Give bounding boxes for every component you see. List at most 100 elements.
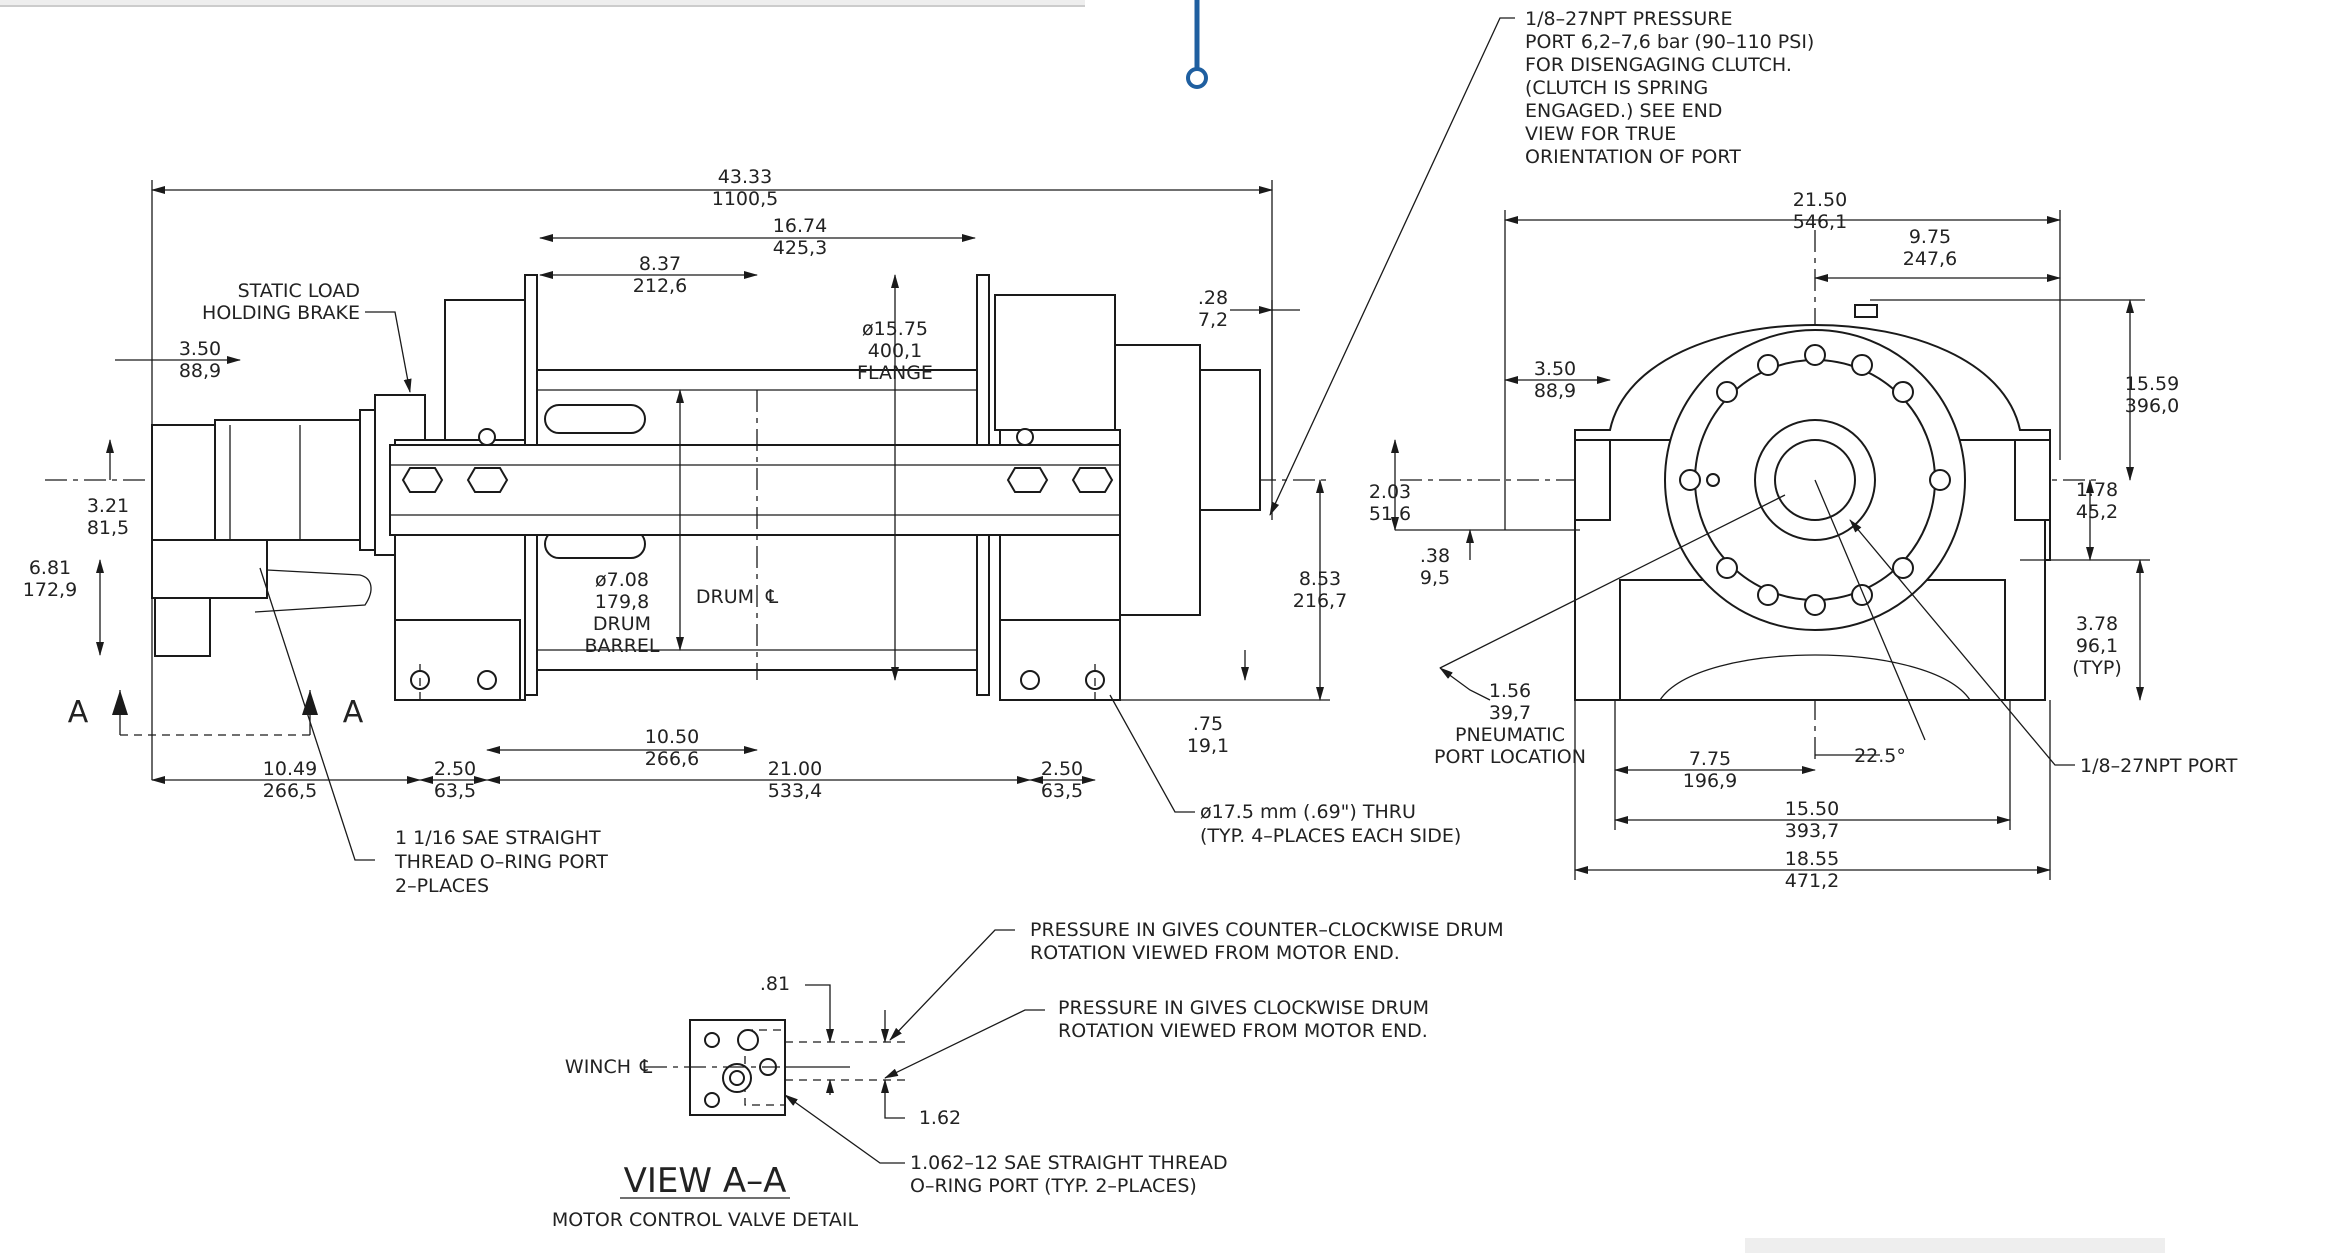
dim-port-h-in: 6.81 <box>29 557 71 579</box>
dim-base-in: .75 <box>1193 713 1223 735</box>
tie-bar <box>389 428 1121 536</box>
dim-span-in: 21.00 <box>768 758 822 780</box>
pin-marker <box>1186 0 1208 89</box>
pneumatic-label-2: PORT LOCATION <box>1434 746 1586 768</box>
dim-drum-half-mm: 212,6 <box>633 275 687 297</box>
angle-label: 22.5° <box>1854 745 1906 767</box>
dim-flange-label: FLANGE <box>857 362 933 384</box>
dim-flange-mm: 400,1 <box>868 340 922 362</box>
end-typ-in: 3.78 <box>2076 613 2118 635</box>
base-a-mm: 196,9 <box>1683 770 1737 792</box>
end-left-off-mm: 88,9 <box>1534 380 1576 402</box>
drum-cl-symbol: ℄ <box>765 586 779 608</box>
dim-mount-left-in: 2.50 <box>434 758 476 780</box>
sae-note-1: 1 1/16 SAE STRAIGHT <box>395 827 601 849</box>
dim-span-mm: 533,4 <box>768 780 822 802</box>
dim-frame-in: 16.74 <box>773 215 827 237</box>
dim-left-mount-in: 10.49 <box>263 758 317 780</box>
end-half-in: 9.75 <box>1909 226 1951 248</box>
end-cl-right-in: 1.78 <box>2076 479 2118 501</box>
section-label-right: A <box>343 695 364 730</box>
dim-motor-h-mm: 81,5 <box>87 517 129 539</box>
valve-leaders <box>784 929 1045 1164</box>
dim-flange-dia: ø15.75 <box>862 318 928 340</box>
sae-note-2: THREAD O–RING PORT <box>394 851 608 873</box>
pressure-note-1: 1/8–27NPT PRESSURE <box>1525 8 1732 30</box>
dim-height-mm: 216,7 <box>1293 590 1347 612</box>
pressure-note-5: ENGAGED.) SEE END <box>1525 100 1722 122</box>
side-view: 43.33 1100,5 16.74 425,3 8.37 212,6 ø15.… <box>23 8 1815 897</box>
port-note-1: 1.062–12 SAE STRAIGHT THREAD <box>910 1152 1228 1174</box>
valve-dimension-lines <box>785 984 905 1119</box>
base-b-in: 15.50 <box>1785 798 1839 820</box>
pressure-note-4: (CLUTCH IS SPRING <box>1525 77 1708 99</box>
pressure-note-2: PORT 6,2–7,6 bar (90–110 PSI) <box>1525 31 1814 53</box>
end-small-off-in: .38 <box>1420 545 1450 567</box>
end-half-mm: 247,6 <box>1903 248 1957 270</box>
view-title: VIEW A–A <box>624 1161 787 1201</box>
section-label-left: A <box>68 695 89 730</box>
end-width-mm: 546,1 <box>1793 211 1847 233</box>
hole-note-2: (TYP. 4–PLACES EACH SIDE) <box>1200 825 1461 847</box>
dim-mount-right-in: 2.50 <box>1041 758 1083 780</box>
end-left-off-in: 3.50 <box>1534 358 1576 380</box>
hole-note-1: ø17.5 mm (.69") THRU <box>1200 801 1416 823</box>
sae-note-3: 2–PLACES <box>395 875 489 897</box>
base-b-mm: 393,7 <box>1785 820 1839 842</box>
dim-barrel-word2: BARREL <box>584 635 659 657</box>
cw-note-2: ROTATION VIEWED FROM MOTOR END. <box>1058 1020 1428 1042</box>
dim-drum-mount-mm: 266,6 <box>645 748 699 770</box>
dim-barrel-dia: ø7.08 <box>595 569 649 591</box>
brake-label-2: HOLDING BRAKE <box>202 302 360 324</box>
cw-note-1: PRESSURE IN GIVES CLOCKWISE DRUM <box>1058 997 1429 1019</box>
dim-mount-right-mm: 63,5 <box>1041 780 1083 802</box>
npt-port-label: 1/8–27NPT PORT <box>2080 755 2238 777</box>
page-header-edge <box>0 0 1085 7</box>
leader-lines <box>259 17 1515 861</box>
dim-motor-h-in: 3.21 <box>87 495 129 517</box>
view-subtitle: MOTOR CONTROL VALVE DETAIL <box>552 1209 859 1231</box>
dim-height-in: 8.53 <box>1299 568 1341 590</box>
dim-end-offset-in: .28 <box>1198 287 1228 309</box>
page-footer-edge <box>1745 1238 2165 1253</box>
dim-barrel-word1: DRUM <box>593 613 651 635</box>
dim-port-h-mm: 172,9 <box>23 579 77 601</box>
dim-overall-mm: 1100,5 <box>712 188 778 210</box>
end-cl-left-mm: 51,6 <box>1369 503 1411 525</box>
end-top-h-mm: 396,0 <box>2125 395 2179 417</box>
valve-detail: .81 1.62 WINCH ℄ PRESSURE IN GIVES COUNT… <box>552 919 1504 1231</box>
end-dimension-lines <box>1391 210 2150 880</box>
end-leader-lines <box>1439 479 2075 766</box>
pneumatic-label-1: PNEUMATIC <box>1455 724 1565 746</box>
pressure-note-7: ORIENTATION OF PORT <box>1525 146 1741 168</box>
dim-left-mount-mm: 266,5 <box>263 780 317 802</box>
ccw-note-2: ROTATION VIEWED FROM MOTOR END. <box>1030 942 1400 964</box>
mounting-feet <box>394 619 1121 701</box>
end-cl-left-in: 2.03 <box>1369 481 1411 503</box>
winch-cl-label: WINCH <box>565 1056 631 1078</box>
dim-mount-left-mm: 63,5 <box>434 780 476 802</box>
port-note-2: O–RING PORT (TYP. 2–PLACES) <box>910 1175 1197 1197</box>
end-small-off-mm: 9,5 <box>1420 567 1450 589</box>
pneumatic-in: 1.56 <box>1489 680 1531 702</box>
section-markers <box>112 690 318 736</box>
hydraulic-motor <box>151 409 396 657</box>
end-top-h-in: 15.59 <box>2125 373 2179 395</box>
dim-frame-mm: 425,3 <box>773 237 827 259</box>
dim-motor-len-in: 3.50 <box>179 338 221 360</box>
winch-cl-symbol: ℄ <box>639 1056 653 1078</box>
ccw-note-1: PRESSURE IN GIVES COUNTER–CLOCKWISE DRUM <box>1030 919 1504 941</box>
base-c-in: 18.55 <box>1785 848 1839 870</box>
pneumatic-mm: 39,7 <box>1489 702 1531 724</box>
drum-cl-label: DRUM <box>696 586 754 608</box>
dim-base-mm: 19,1 <box>1187 735 1229 757</box>
end-housing <box>1574 304 2051 701</box>
base-c-mm: 471,2 <box>1785 870 1839 892</box>
end-cl-right-mm: 45,2 <box>2076 501 2118 523</box>
end-typ-mm: 96,1 <box>2076 635 2118 657</box>
dim-drum-half-in: 8.37 <box>639 253 681 275</box>
dim-barrel-mm: 179,8 <box>595 591 649 613</box>
dim-motor-len-mm: 88,9 <box>179 360 221 382</box>
